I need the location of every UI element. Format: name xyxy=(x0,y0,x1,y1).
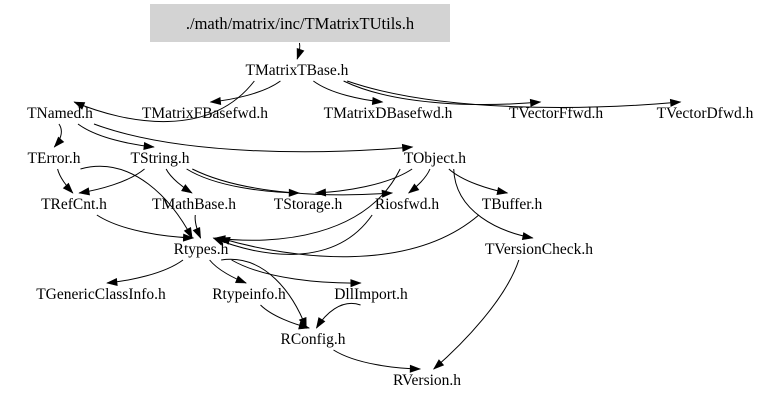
edge-tstring-to-tstorage xyxy=(186,168,300,194)
arrowhead-tmatrixtbase-to-tmatrixdbasefwd xyxy=(371,96,384,105)
arrowhead-rconfig-to-rversion xyxy=(409,364,422,373)
node-label-tstorage[interactable]: TStorage.h xyxy=(274,196,343,213)
node-label-trefcnt[interactable]: TRefCnt.h xyxy=(41,196,107,213)
arrowhead-tobject-to-riosfwd xyxy=(407,183,420,194)
edge-tnamed-to-tobject xyxy=(93,123,413,153)
edge-rtypes-to-tgenericclassinfo xyxy=(106,259,184,284)
edge-dllimport-to-rconfig xyxy=(316,302,361,329)
arrowhead-terror-to-trefcnt xyxy=(62,182,74,194)
arrowhead-rtypes-to-rtypeinfo xyxy=(235,275,247,284)
node-label-tvectorffwd[interactable]: TVectorFfwd.h xyxy=(509,105,604,122)
node-label-tmatrixfbasefwd[interactable]: TMatrixFBasefwd.h xyxy=(142,105,268,122)
node-label-rversion[interactable]: RVersion.h xyxy=(393,372,461,389)
edge-rtypes-to-rconfig xyxy=(221,258,307,329)
root-node-box xyxy=(150,4,450,42)
edge-tmatrixtbase-to-tvectordfwd xyxy=(346,80,681,108)
arrowhead-rtypeinfo-to-rconfig xyxy=(298,321,311,330)
node-label-tmatrixdbasefwd[interactable]: TMatrixDBasefwd.h xyxy=(324,105,453,122)
arrowhead-tstring-to-tmathbase xyxy=(181,184,193,194)
arrowhead-rtypes-to-dllimport xyxy=(350,279,362,288)
arrowhead-riosfwd-to-rtypes xyxy=(212,237,225,246)
node-label-rtypeinfo[interactable]: Rtypeinfo.h xyxy=(212,286,286,303)
node-label-terror[interactable]: TError.h xyxy=(28,150,81,167)
edge-tversioncheck-to-rversion xyxy=(433,259,520,370)
arrowhead-rtypes-to-tgenericclassinfo xyxy=(106,277,118,286)
arrowhead-tobject-to-tbuffer xyxy=(496,187,509,195)
edge-tmatrixtbase-to-tnamed xyxy=(74,80,255,123)
edge-riosfwd-to-rtypes xyxy=(213,214,373,255)
arrowhead-terror-to-rtypes xyxy=(183,227,193,239)
node-label-dllimport[interactable]: DllImport.h xyxy=(334,286,408,303)
edge-tstring-to-riosfwd xyxy=(192,168,393,196)
edge-tnamed-to-tstring xyxy=(77,123,155,148)
node-layer: ./math/matrix/inc/TMatrixTUtils.hTMatrix… xyxy=(27,4,754,389)
arrowhead-root-to-tmatrixtbase xyxy=(296,47,305,60)
edge-trefcnt-to-rtypes xyxy=(96,214,194,239)
arrowhead-tobject-to-tstorage xyxy=(314,188,327,197)
edge-tobject-to-tstorage xyxy=(315,168,413,194)
node-label-tvectordfwd[interactable]: TVectorDfwd.h xyxy=(657,105,754,122)
node-label-tmatrixtbase[interactable]: TMatrixTBase.h xyxy=(246,62,349,79)
node-label-rconfig[interactable]: RConfig.h xyxy=(280,331,345,348)
arrowhead-tmatrixtbase-to-tvectorffwd xyxy=(529,98,542,107)
edge-terror-to-rtypes xyxy=(80,165,193,239)
arrowhead-dllimport-to-rconfig xyxy=(316,317,326,329)
node-label-tgenericclassinfo[interactable]: TGenericClassInfo.h xyxy=(36,286,166,303)
edge-tobject-to-tversioncheck xyxy=(453,168,533,239)
node-label-root[interactable]: ./math/matrix/inc/TMatrixTUtils.h xyxy=(186,14,415,33)
node-label-tversioncheck[interactable]: TVersionCheck.h xyxy=(485,241,593,258)
edge-rconfig-to-rversion xyxy=(333,349,421,370)
node-label-rtypes[interactable]: Rtypes.h xyxy=(174,241,229,258)
edge-rtypes-to-dllimport xyxy=(231,259,361,284)
node-label-tobject[interactable]: TObject.h xyxy=(404,150,466,167)
node-label-tstring[interactable]: TString.h xyxy=(131,150,190,167)
arrowhead-tversioncheck-to-rversion xyxy=(433,359,445,370)
arrowhead-tnamed-to-tobject xyxy=(401,143,414,152)
node-label-riosfwd[interactable]: Riosfwd.h xyxy=(375,196,439,213)
arrowhead-trefcnt-to-rtypes xyxy=(182,233,195,242)
arrowhead-tobject-to-tversioncheck xyxy=(521,232,534,241)
arrowhead-tnamed-to-tstring xyxy=(143,141,155,150)
arrowhead-tmatrixtbase-to-tmatrixfbasefwd xyxy=(209,96,222,106)
node-label-tbuffer[interactable]: TBuffer.h xyxy=(482,196,543,213)
node-label-tmathbase[interactable]: TMathBase.h xyxy=(152,196,236,213)
arrowhead-tmatrixtbase-to-tvectordfwd xyxy=(669,98,682,107)
edge-layer xyxy=(53,42,682,373)
edge-tobject-to-rtypes xyxy=(214,168,401,241)
arrowhead-tnamed-to-terror xyxy=(53,136,65,148)
edge-tbuffer-to-rtypes xyxy=(219,214,480,258)
edge-tmatrixtbase-to-tvectorffwd xyxy=(343,80,541,105)
arrowhead-tbuffer-to-rtypes xyxy=(218,237,231,245)
arrowhead-tstring-to-trefcnt xyxy=(78,187,90,196)
node-label-tnamed[interactable]: TNamed.h xyxy=(27,105,93,122)
arrowhead-tmathbase-to-rtypes xyxy=(192,226,201,239)
arrowhead-tmatrixtbase-to-tnamed xyxy=(73,101,86,110)
